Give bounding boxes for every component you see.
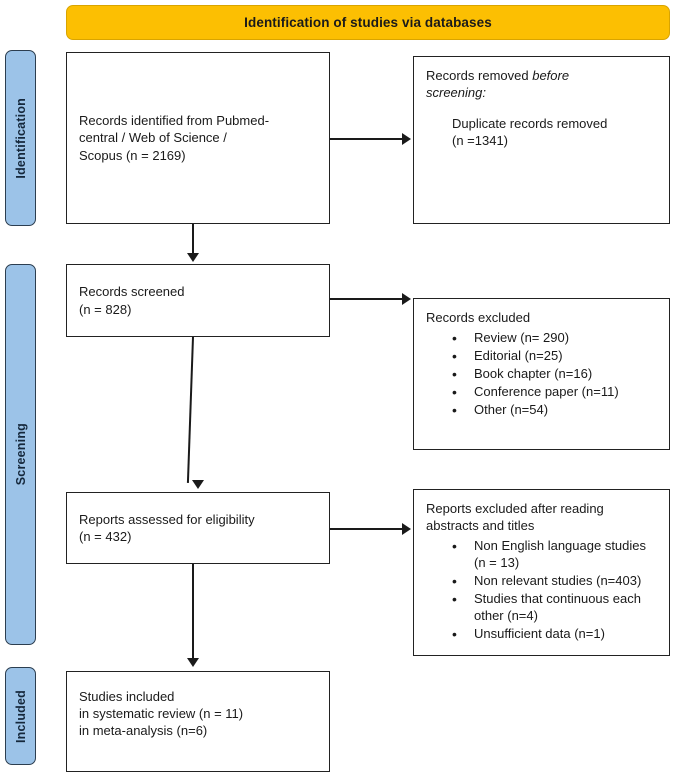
reports-excluded-list: Non English language studies (n = 13) No… [426, 537, 657, 643]
arrowhead-screened-to-eligibility [192, 480, 204, 489]
diagram-title-banner: Identification of studies via databases [66, 5, 670, 40]
box-studies-included: Studies included in systematic review (n… [66, 671, 330, 772]
records-screened-label: Records screened [79, 284, 185, 300]
connector-identified-to-removed [330, 138, 403, 140]
records-excluded-list: Review (n= 290) Editorial (n=25) Book ch… [426, 329, 657, 419]
list-item: Studies that continuous each other (n=4) [452, 590, 657, 625]
records-excluded-heading: Records excluded [426, 310, 531, 325]
arrowhead-identified-to-screened [187, 253, 199, 262]
stage-label-included: Included [13, 689, 28, 743]
list-item: Book chapter (n=16) [452, 365, 657, 383]
stage-label-identification: Identification [13, 97, 28, 179]
box-records-excluded: Records excluded Review (n= 290) Editori… [413, 298, 670, 450]
arrowhead-eligibility-to-reports-excluded [402, 523, 411, 535]
reports-assessed-label: Reports assessed for eligibility [79, 511, 255, 527]
connector-identified-to-screened [192, 224, 194, 255]
connector-eligibility-to-reports-excluded [330, 528, 403, 530]
records-removed-italic-screening: screening: [426, 85, 486, 101]
stage-label-screening: Screening [13, 423, 28, 486]
arrowhead-eligibility-to-included [187, 658, 199, 667]
records-identified-line-3: Scopus (n = 2169) [79, 147, 186, 163]
arrowhead-identified-to-removed [402, 133, 411, 145]
studies-included-meta-analysis: in meta-analysis (n=6) [79, 723, 208, 739]
box-reports-assessed-eligibility: Reports assessed for eligibility (n = 43… [66, 492, 330, 564]
stage-bar-included: Included [5, 667, 36, 765]
studies-included-label: Studies included [79, 689, 175, 704]
reports-assessed-count: (n = 432) [79, 529, 132, 544]
reports-excluded-heading-line-2: abstracts and titles [426, 518, 535, 534]
reports-excluded-heading-line-1: Reports excluded after reading [426, 501, 604, 516]
list-item: Other (n=54) [452, 401, 657, 419]
box-records-screened: Records screened (n = 828) [66, 264, 330, 337]
list-item: Editorial (n=25) [452, 347, 657, 365]
box-reports-excluded: Reports excluded after reading abstracts… [413, 489, 670, 656]
duplicate-records-removed-label: Duplicate records removed [452, 116, 608, 132]
box-records-removed: Records removed before screening: Duplic… [413, 56, 670, 224]
list-item: Conference paper (n=11) [452, 383, 657, 401]
records-removed-italic-before: before [532, 68, 570, 83]
list-item: Unsufficient data (n=1) [452, 625, 657, 643]
diagram-title: Identification of studies via databases [244, 15, 492, 30]
stage-bar-screening: Screening [5, 264, 36, 645]
connector-eligibility-to-included [192, 564, 194, 660]
list-item: Non relevant studies (n=403) [452, 572, 657, 590]
connector-screened-to-eligibility [186, 336, 194, 483]
duplicate-records-removed-count: (n =1341) [452, 133, 509, 149]
studies-included-systematic-review: in systematic review (n = 11) [79, 706, 244, 722]
connector-screened-to-records-excluded [330, 298, 403, 300]
records-identified-line-2: central / Web of Science / [79, 130, 227, 146]
stage-bar-identification: Identification [5, 50, 36, 226]
list-item: Non English language studies (n = 13) [452, 537, 657, 572]
records-identified-line-1: Records identified from Pubmed- [79, 113, 270, 129]
box-records-identified: Records identified from Pubmed- central … [66, 52, 330, 224]
arrowhead-screened-to-records-excluded [402, 293, 411, 305]
records-removed-lead: Records removed [426, 68, 533, 83]
list-item: Review (n= 290) [452, 329, 657, 347]
records-screened-count: (n = 828) [79, 301, 132, 317]
